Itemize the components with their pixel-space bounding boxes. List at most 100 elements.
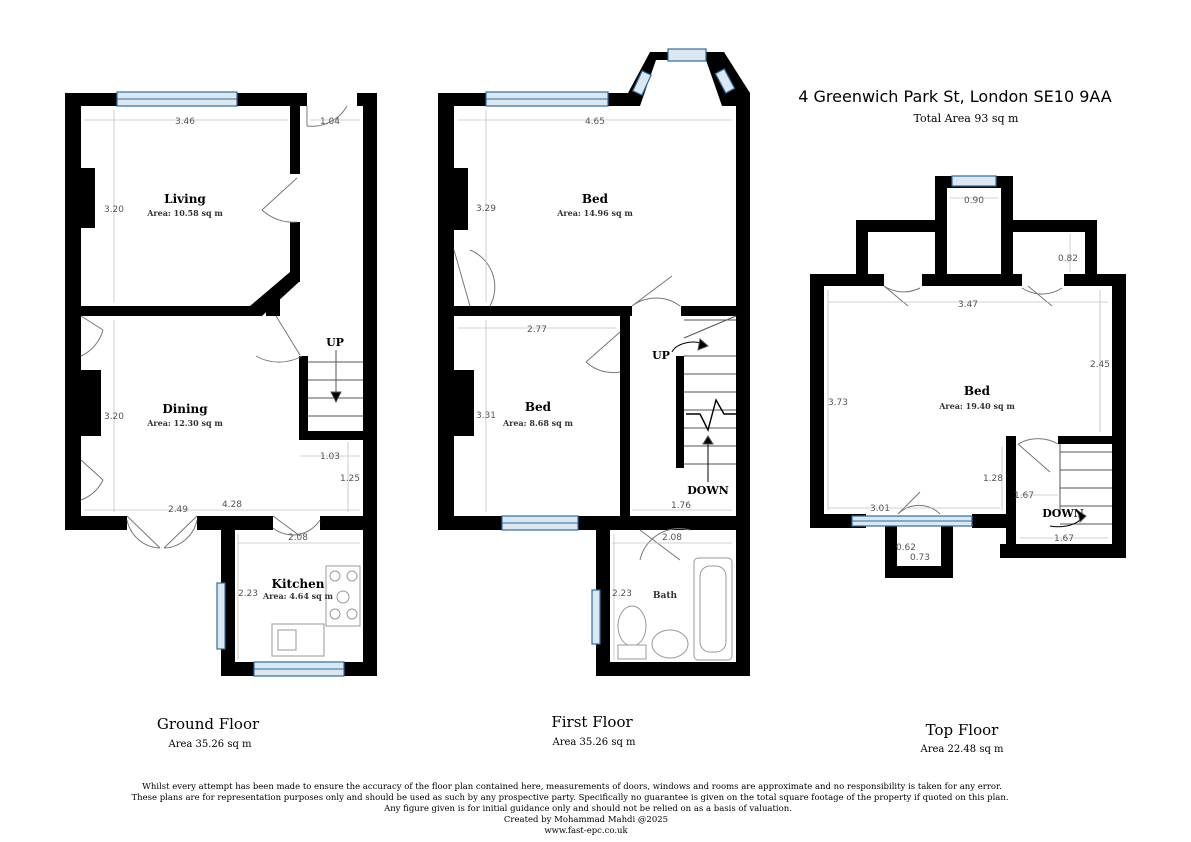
wall <box>65 436 81 530</box>
room-area-living: Area: 10.58 sq m <box>146 208 223 218</box>
room-area-bed: Area: 8.68 sq m <box>502 418 574 428</box>
room-name-bed: Bed <box>525 400 552 414</box>
wash-basin <box>651 629 689 659</box>
dimension-label: 3.29 <box>476 204 496 214</box>
wall <box>438 516 502 530</box>
dimension-label: 2.77 <box>527 325 547 335</box>
wall <box>736 93 750 675</box>
hob-ring <box>346 570 358 582</box>
wall <box>454 306 632 316</box>
door-swing <box>126 515 198 549</box>
stairs-up-label: UP <box>652 349 670 362</box>
wall <box>81 306 253 316</box>
wall <box>885 520 897 578</box>
floor-name-first: First Floor <box>551 713 633 731</box>
floor-area-top: Area 22.48 sq m <box>919 744 1004 755</box>
wall <box>221 662 259 676</box>
stairs-down-label: DOWN <box>1042 507 1084 520</box>
wall <box>972 514 1012 528</box>
staircase <box>671 315 737 482</box>
door-swing <box>1021 285 1063 307</box>
wall <box>941 520 953 578</box>
wall <box>65 516 127 530</box>
dimension-label: 4.28 <box>222 500 242 510</box>
dimension-label: 1.03 <box>320 452 340 462</box>
dimension-label: 3.20 <box>104 205 124 215</box>
wall <box>1006 436 1016 558</box>
door-swing <box>272 515 321 537</box>
floor-name-ground: Ground Floor <box>157 715 260 733</box>
disclaimer-line-1: Whilst every attempt has been made to en… <box>142 782 1002 792</box>
wall <box>438 93 454 183</box>
dimension-label: 1.76 <box>671 501 691 511</box>
toilet <box>617 605 647 647</box>
floor-name-top: Top Floor <box>926 721 1000 739</box>
room-area-bed: Area: 14.96 sq m <box>556 208 633 218</box>
window <box>216 582 226 650</box>
dimension-label: 0.73 <box>910 553 930 563</box>
dimension-label: 2.49 <box>168 505 188 515</box>
hob-ring <box>329 570 341 582</box>
hob-ring <box>336 590 350 604</box>
room-name-dining: Dining <box>162 402 208 416</box>
wall <box>1112 436 1126 558</box>
toilet-cistern <box>617 644 647 660</box>
wall <box>299 356 308 440</box>
bathtub-basin <box>699 565 727 653</box>
dimension-label: 2.23 <box>612 589 632 599</box>
wall <box>1085 220 1097 286</box>
wall <box>856 220 947 232</box>
property-address: 4 Greenwich Park St, London SE10 9AA <box>798 87 1112 106</box>
window <box>591 589 601 645</box>
wall <box>1058 436 1126 444</box>
dimension-label: 3.20 <box>104 412 124 422</box>
wall <box>1112 274 1126 444</box>
ground-floor-plan: 3.46 1.04 3.20 3.20 1.03 1.25 2.49 4.28 … <box>65 91 377 750</box>
wall <box>65 228 81 370</box>
dimension-label: 1.67 <box>1054 534 1074 544</box>
room-name-bed: Bed <box>964 384 991 398</box>
door-swing <box>585 331 621 374</box>
dimension-label: 2.08 <box>662 533 682 543</box>
room-area-bed: Area: 19.40 sq m <box>938 401 1015 411</box>
wall <box>438 370 474 436</box>
wall <box>438 168 468 230</box>
wall <box>856 220 868 286</box>
dimension-label: 4.65 <box>585 117 605 127</box>
door-swing <box>255 315 303 363</box>
wall <box>1064 274 1126 286</box>
door-swing <box>1017 438 1059 473</box>
total-area: Total Area 93 sq m <box>914 112 1020 125</box>
wall <box>681 306 736 316</box>
floor-area-first: Area 35.26 sq m <box>551 737 636 748</box>
staircase <box>1049 444 1112 528</box>
dimension-label: 0.90 <box>964 196 984 206</box>
wall <box>438 436 454 530</box>
wall <box>885 566 953 578</box>
door-swing <box>306 105 348 127</box>
door-swing <box>897 491 941 515</box>
wall <box>363 93 377 530</box>
door-swing <box>883 285 921 307</box>
dimension-label: 0.82 <box>1058 254 1078 264</box>
hob-ring <box>329 608 341 620</box>
dimension-label: 3.01 <box>870 504 890 514</box>
wall <box>596 662 750 676</box>
window <box>951 175 997 187</box>
first-floor-plan: 4.65 3.29 2.77 3.31 1.76 2.08 2.23 Bed A… <box>438 48 750 748</box>
dimension-label: 2.08 <box>288 533 308 543</box>
stairs-down-label: DOWN <box>687 484 729 497</box>
wall <box>266 296 280 316</box>
hob-ring <box>346 608 358 620</box>
wall <box>620 376 630 516</box>
disclaimer-line-3: Any figure given is for initial guidance… <box>383 804 792 814</box>
wall <box>65 370 101 436</box>
window <box>667 48 707 62</box>
door-swing <box>261 177 298 223</box>
wall <box>438 230 454 370</box>
wall <box>363 516 377 676</box>
wall <box>810 274 824 528</box>
dimension-label: 3.46 <box>175 117 195 127</box>
credit: Created by Mohammad Mahdi @2025 <box>504 815 668 825</box>
